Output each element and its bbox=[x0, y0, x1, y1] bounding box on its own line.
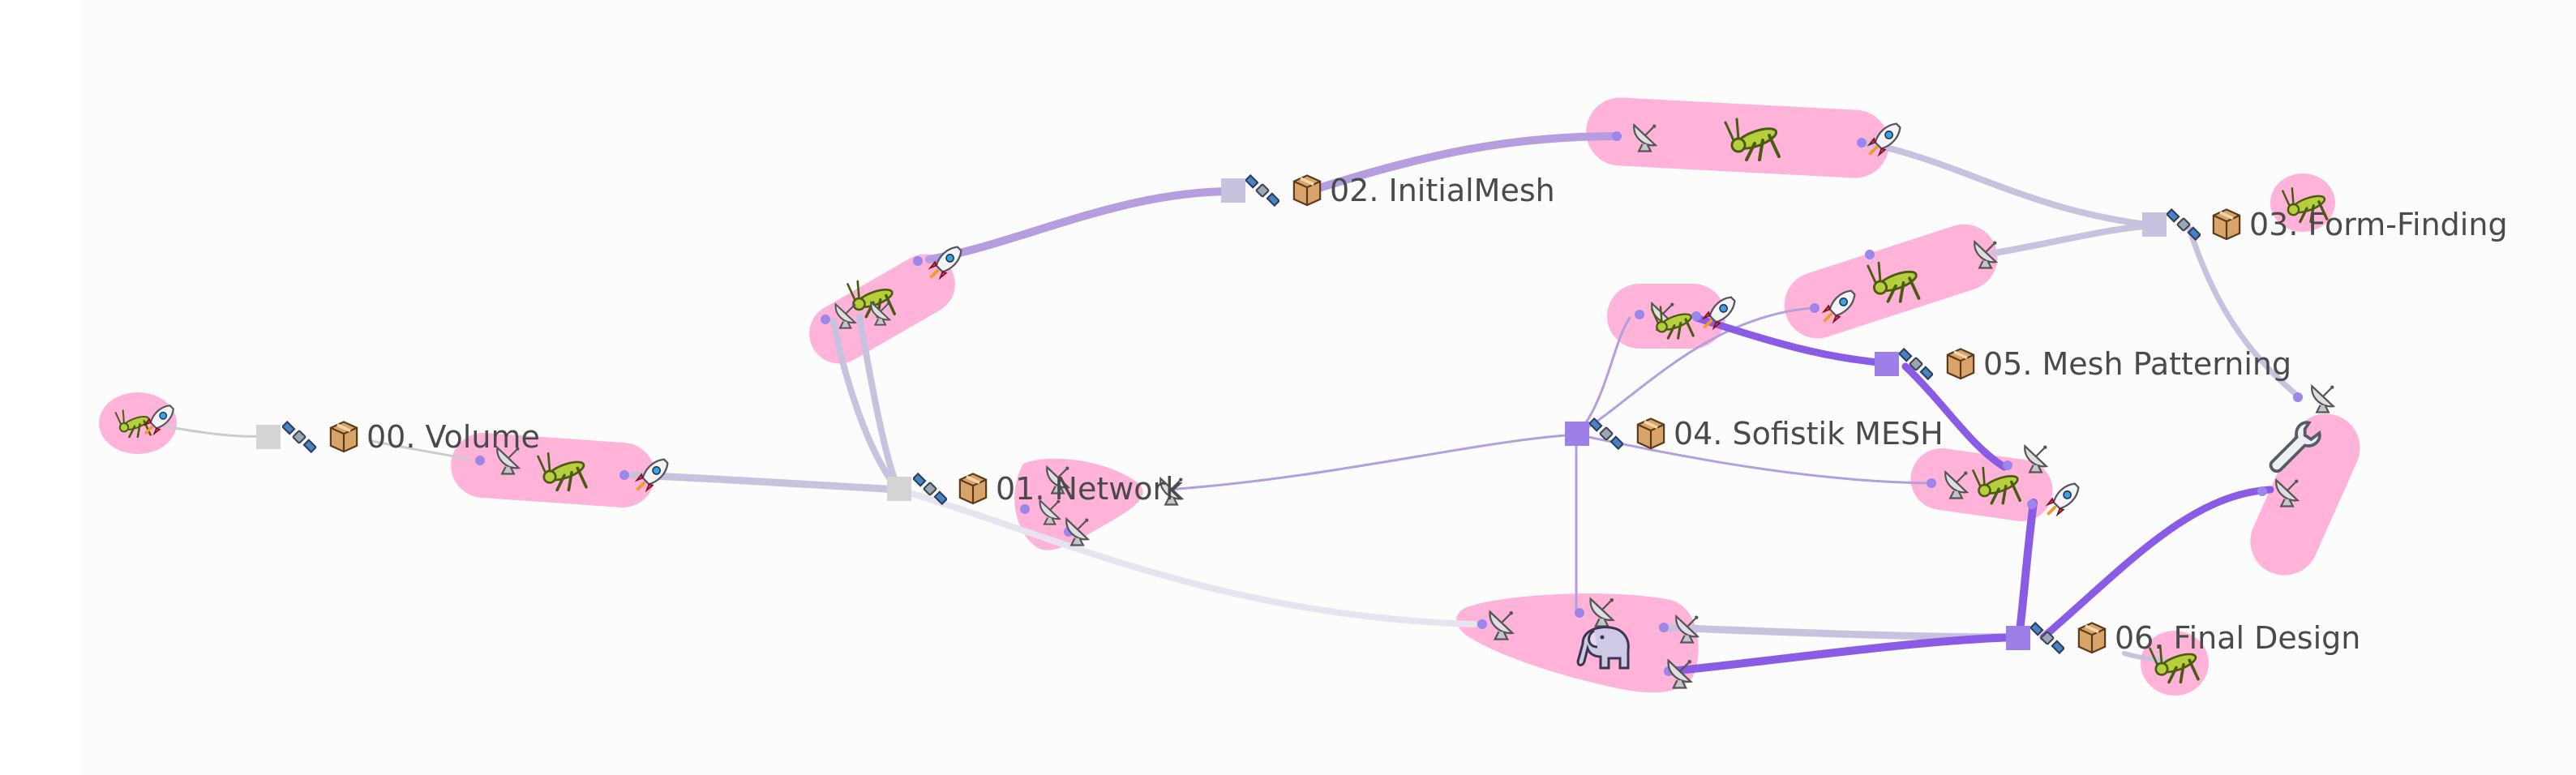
node-label: 00. Volume bbox=[366, 419, 540, 455]
node-label: 04. Sofistik MESH bbox=[1674, 416, 1944, 452]
group-blob-network[interactable] bbox=[1014, 458, 1143, 550]
ports bbox=[475, 131, 2303, 676]
node-00-volume[interactable]: 00. Volume bbox=[282, 419, 540, 455]
node-06-final-design[interactable]: 06. Final Design bbox=[2030, 620, 2360, 656]
edges bbox=[164, 132, 2303, 675]
port[interactable] bbox=[913, 256, 923, 266]
node-01-network[interactable]: 01. Network bbox=[913, 471, 1183, 507]
node-04-sofistik-mesh[interactable]: 04. Sofistik MESH bbox=[1589, 416, 1944, 452]
hub-sofistik[interactable] bbox=[1565, 422, 1589, 446]
edge-volumegroup-to-network bbox=[628, 471, 902, 494]
edge-networkupper-b bbox=[856, 313, 902, 493]
package-icon bbox=[329, 420, 358, 453]
port[interactable] bbox=[619, 470, 629, 480]
edge-sofistikgroup-to-final-b bbox=[1666, 633, 2020, 675]
hub-initialmesh[interactable] bbox=[1221, 178, 1245, 203]
elephant-icon[interactable] bbox=[1576, 626, 1630, 670]
node-03-formfinding[interactable]: 03. Form-Finding bbox=[2167, 207, 2508, 242]
port[interactable] bbox=[1477, 619, 1487, 629]
hub-patterning[interactable] bbox=[1875, 352, 1899, 376]
edge-patterning-to-group bbox=[1901, 362, 2008, 471]
port[interactable] bbox=[1635, 310, 1644, 319]
edge-formfinding-to-wrench bbox=[2186, 225, 2303, 400]
hub-formfinding[interactable] bbox=[2142, 212, 2167, 237]
port[interactable] bbox=[1691, 311, 1701, 321]
edge-final-to-wrench bbox=[2039, 486, 2274, 641]
edge-network-to-finalgroup bbox=[895, 486, 1477, 627]
port[interactable] bbox=[2257, 486, 2267, 496]
edge-initialmesh-to-group bbox=[1309, 132, 1621, 194]
node-label: 03. Form-Finding bbox=[2249, 207, 2508, 242]
hubs bbox=[256, 178, 2167, 650]
edge-initialmesh-group-to-formfinding bbox=[1862, 139, 2157, 229]
node-label: 02. InitialMesh bbox=[1330, 173, 1555, 208]
node-05-mesh-patterning[interactable]: 05. Mesh Patterning bbox=[1899, 346, 2291, 382]
edge-networkupper-to-initialmesh bbox=[925, 187, 1237, 263]
hub-volume[interactable] bbox=[256, 425, 281, 449]
port[interactable] bbox=[1810, 303, 1819, 313]
port[interactable] bbox=[1659, 623, 1669, 632]
edge-formfinding-group-to-formfinding bbox=[1991, 222, 2157, 256]
edge-network-to-sofistik bbox=[1166, 433, 1578, 491]
hub-final[interactable] bbox=[2006, 626, 2030, 650]
hub-network[interactable] bbox=[887, 477, 911, 501]
node-label: 01. Network bbox=[996, 471, 1183, 507]
node-02-initialmesh[interactable]: 02. InitialMesh bbox=[1245, 173, 1555, 208]
node-label: 05. Mesh Patterning bbox=[1983, 346, 2291, 382]
port[interactable] bbox=[1575, 608, 1584, 618]
port[interactable] bbox=[1857, 138, 1867, 148]
port[interactable] bbox=[475, 456, 485, 465]
port[interactable] bbox=[2293, 392, 2303, 402]
node-label: 06. Final Design bbox=[2115, 620, 2360, 656]
port[interactable] bbox=[2027, 499, 2037, 509]
port[interactable] bbox=[1612, 131, 1622, 141]
edge-networkupper-a bbox=[830, 318, 902, 493]
port[interactable] bbox=[821, 315, 830, 324]
port[interactable] bbox=[1020, 504, 1030, 514]
edge-patterning-to-final bbox=[2015, 499, 2038, 641]
edge-sofistik-to-formgroup bbox=[1575, 306, 1815, 436]
package-icon bbox=[2212, 208, 2241, 241]
group-blob-wrench[interactable] bbox=[2240, 403, 2371, 586]
port[interactable] bbox=[1927, 478, 1936, 488]
package-icon bbox=[958, 472, 988, 505]
edge-sofistiktop-to-patterning bbox=[1692, 314, 1890, 367]
port[interactable] bbox=[2003, 460, 2012, 470]
edge-volume-to-volumegroup bbox=[370, 439, 472, 460]
package-icon bbox=[2077, 621, 2107, 654]
package-icon bbox=[1946, 347, 1975, 380]
package-icon bbox=[1636, 417, 1665, 450]
port[interactable] bbox=[1865, 250, 1875, 259]
group-blob-sofistik[interactable] bbox=[1456, 593, 1699, 693]
package-icon bbox=[1292, 173, 1322, 207]
